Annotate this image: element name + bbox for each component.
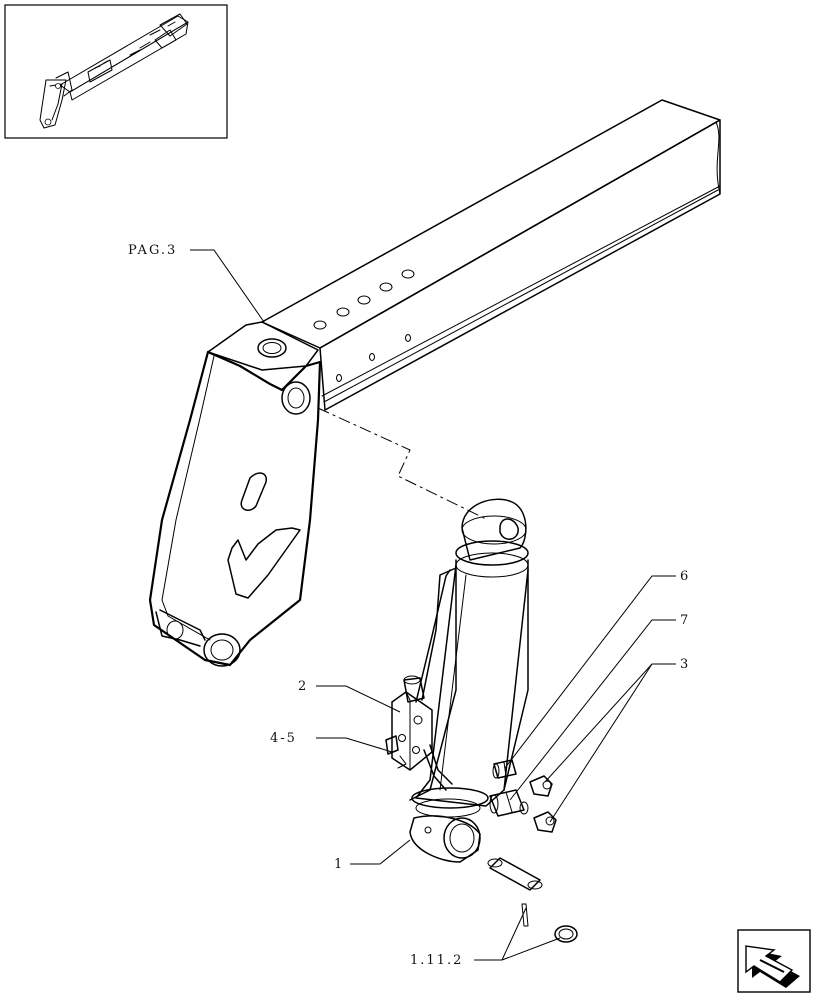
callout-item-6: 6 bbox=[680, 569, 690, 584]
fitting-item-3a bbox=[529, 775, 553, 797]
cylinder-pin bbox=[487, 857, 543, 891]
retaining-pin-small bbox=[521, 903, 529, 927]
pin-center-line bbox=[317, 407, 489, 521]
callout-item-7: 7 bbox=[680, 613, 690, 628]
leader-lines bbox=[190, 249, 676, 961]
previous-page-arrow-icon[interactable] bbox=[737, 929, 811, 993]
callout-item-3: 3 bbox=[680, 657, 690, 672]
boom-head-arm bbox=[148, 321, 322, 667]
callout-item-4-5: 4-5 bbox=[270, 731, 297, 746]
callout-item-2: 2 bbox=[298, 679, 308, 694]
callout-pag3: PAG.3 bbox=[128, 243, 177, 258]
hydraulic-cylinder bbox=[409, 498, 529, 863]
callout-item-1: 1 bbox=[334, 857, 344, 872]
boom-overview-thumbnail-icon bbox=[4, 4, 228, 139]
valve-block bbox=[385, 675, 433, 771]
fitting-item-3b bbox=[533, 811, 557, 833]
retaining-ring bbox=[554, 925, 578, 943]
fitting-item-7 bbox=[489, 789, 529, 817]
boom-tube bbox=[261, 99, 721, 411]
callout-ref-1-11-2: 1.11.2 bbox=[410, 953, 463, 968]
fitting-item-6 bbox=[492, 759, 517, 779]
